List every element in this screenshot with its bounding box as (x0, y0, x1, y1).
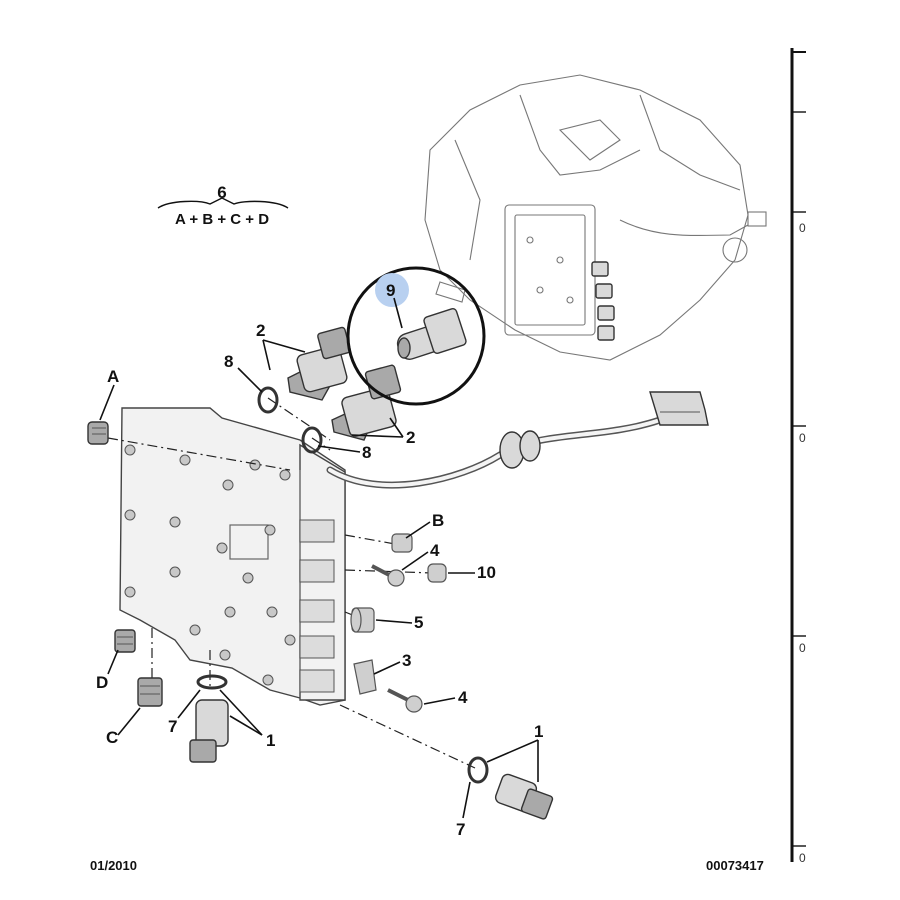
label-8: 8 (224, 352, 233, 371)
label-8: 8 (362, 443, 371, 462)
screw-part-4 (387, 688, 423, 713)
plug-part-C (137, 677, 163, 707)
connector-part-5 (350, 607, 375, 633)
solenoid-part-1-bottom-right (467, 756, 554, 820)
solenoid-part-1-bottom-left (189, 674, 229, 763)
label-7: 7 (456, 820, 465, 839)
callout-labels: A 2 8 2 8 9 B 4 10 5 3 4 D C 7 1 1 7 (96, 281, 543, 839)
label-D: D (96, 673, 108, 692)
group-6-formula: 6 A + B + C + D (157, 183, 289, 228)
footer-date: 01/2010 (90, 858, 137, 873)
label-4: 4 (458, 688, 468, 707)
label-2: 2 (406, 428, 415, 447)
formula-text: A + B + C + D (175, 211, 269, 228)
label-A: A (107, 367, 119, 386)
label-B: B (432, 511, 444, 530)
o-ring-part-8 (301, 426, 323, 454)
plug-part-B (391, 533, 413, 553)
label-2: 2 (256, 321, 265, 340)
label-3: 3 (402, 651, 411, 670)
pressure-sensor-part-9 (396, 308, 467, 360)
leader-lines (99, 297, 539, 819)
label-9: 9 (386, 281, 395, 300)
label-1: 1 (534, 722, 543, 741)
edge-mark: 0 (799, 221, 806, 235)
screw-part-4 (371, 564, 405, 587)
page-edge-ruler: 0 0 0 0 (790, 48, 806, 865)
solenoid-valve-part-2 (287, 326, 351, 401)
solenoid-valve-part-2 (331, 364, 402, 441)
group-number: 6 (217, 183, 226, 202)
plug-part-D (114, 629, 136, 653)
edge-mark: 0 (799, 431, 806, 445)
gearbox-illustration (424, 74, 767, 361)
label-10: 10 (477, 563, 496, 582)
clip-part-3 (353, 659, 377, 695)
label-4: 4 (430, 541, 440, 560)
label-7: 7 (168, 717, 177, 736)
label-5: 5 (414, 613, 423, 632)
edge-mark: 0 (799, 641, 806, 655)
label-C: C (106, 728, 118, 747)
o-ring-part-8 (257, 386, 279, 414)
label-1: 1 (266, 731, 275, 750)
plug-part-A (87, 421, 109, 445)
highlight-circle (346, 266, 486, 406)
footer-reference: 00073417 (706, 858, 764, 873)
number-9-highlight (375, 273, 409, 307)
cap-part-10 (427, 563, 447, 583)
valve-body-plate (119, 407, 346, 706)
wiring-harness (326, 391, 709, 489)
edge-mark: 0 (799, 851, 806, 865)
